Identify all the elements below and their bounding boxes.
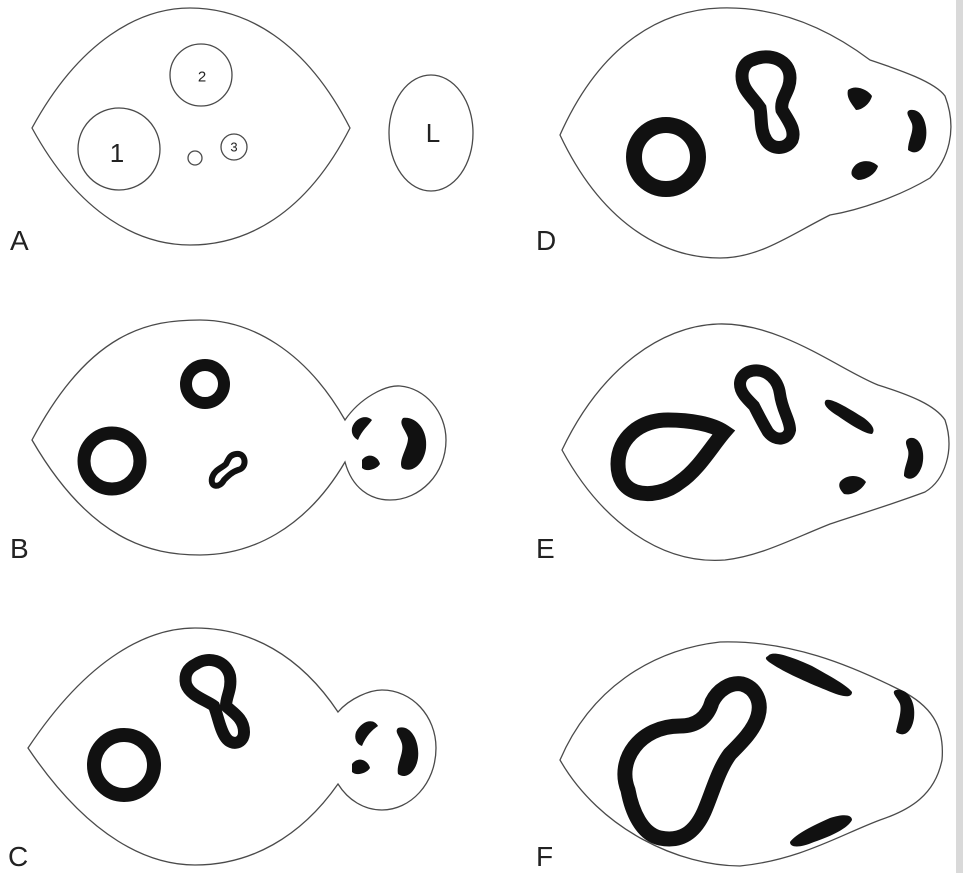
panel-label-c: C	[8, 841, 28, 872]
panel-d: D	[536, 8, 951, 258]
panel-label-e: E	[536, 533, 555, 564]
label-organelle-l: L	[426, 118, 440, 148]
bud-fragment-1	[352, 417, 372, 440]
label-organelle-2: 2	[198, 69, 206, 86]
small-vesicle-outline	[188, 151, 202, 165]
cell-outline	[560, 8, 951, 258]
label-organelle-1: 1	[110, 138, 124, 168]
cell-outline	[32, 8, 350, 245]
organelle-ring-2	[186, 365, 224, 403]
organelle-elongating	[742, 57, 793, 148]
bud-fragment-1	[355, 721, 378, 746]
tubule-1	[766, 654, 852, 697]
label-organelle-3: 3	[230, 140, 237, 155]
organelle-fused-large	[625, 684, 759, 839]
panel-b: B	[10, 320, 446, 564]
bud-fragment-3	[851, 161, 878, 180]
tubule-1	[825, 400, 874, 434]
tubule-2	[790, 815, 852, 846]
cell-outline	[560, 642, 942, 866]
bud-fragment-3	[352, 760, 370, 774]
panel-label-d: D	[536, 225, 556, 256]
organelle-ring-1	[84, 433, 140, 489]
organelle-ring-1	[94, 735, 154, 795]
organelle-teardrop	[618, 420, 724, 494]
panel-f: F	[536, 642, 942, 872]
organelle-elongating	[185, 660, 244, 743]
organelle-elongating	[740, 370, 790, 438]
panel-e: E	[536, 324, 949, 564]
panel-label-b: B	[10, 533, 29, 564]
bud-fragment-3	[839, 476, 866, 494]
organelle-ring-3-dividing	[212, 454, 245, 486]
bud-fragment-2	[904, 438, 923, 479]
panel-label-f: F	[536, 841, 553, 872]
bud-fragment-2	[401, 418, 426, 470]
scan-edge-strip	[956, 0, 963, 873]
bud-fragment-1	[848, 88, 872, 110]
panel-c: C	[8, 628, 436, 872]
bud-fragment-2	[397, 727, 419, 776]
bud-fragment-3	[362, 456, 380, 470]
bud-fragment-2	[907, 110, 926, 153]
organelle-ring-1	[634, 125, 698, 189]
panel-label-a: A	[10, 225, 29, 256]
panel-a: 1 2 3 L A	[10, 8, 473, 256]
